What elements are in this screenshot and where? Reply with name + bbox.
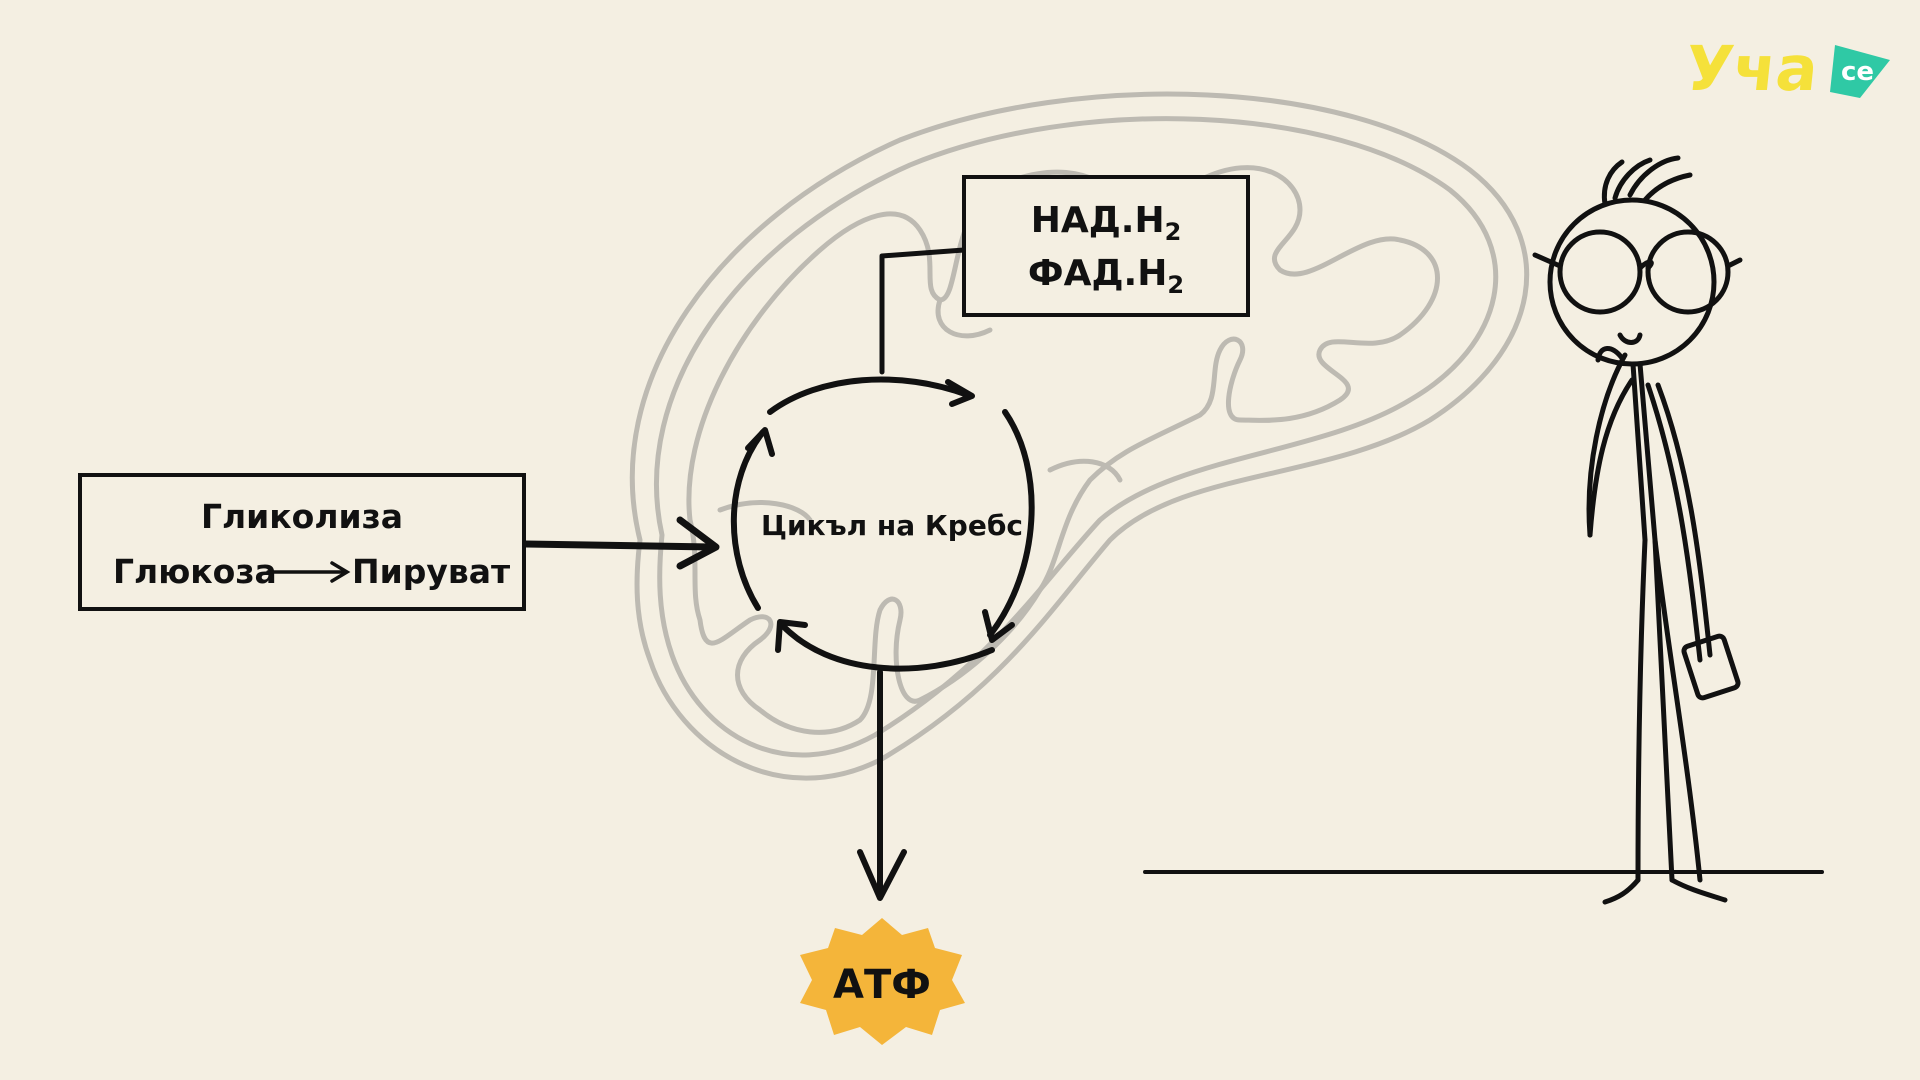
logo-text: Уча [1682,32,1822,105]
pyruvate-label: Пируват [352,552,510,591]
krebs-cycle-label: Цикъл на Кребс [761,509,1023,542]
atp-burst: АТФ [800,918,965,1045]
glycolysis-box: Гликолиза Глюкоза Пируват [78,473,526,611]
nadh2-label: НАД.Н2 [1031,200,1182,246]
glycolysis-title: Гликолиза [201,497,403,536]
stick-figure-scientist [1532,155,1743,905]
krebs-to-atp-arrow [857,669,907,901]
krebs-cycle [730,376,1035,672]
logo-badge-text: се [1841,57,1874,87]
glycolysis-to-krebs-arrow [522,516,720,570]
cycle-to-carriers-connector [879,247,967,375]
glucose-to-pyruvate-arrow [266,561,351,583]
glucose-label: Глюкоза [113,552,277,591]
reduced-carriers-box: НАД.Н2 ФАД.Н2 [962,175,1250,317]
ucha-se-logo[interactable]: Уча се [1682,32,1890,105]
reduced-carriers-box-frame [962,175,1250,317]
atp-label: АТФ [833,962,931,1008]
fadh2-label: ФАД.Н2 [1028,253,1184,299]
logo-badge-shape [1830,45,1890,98]
atp-burst-shape [800,918,965,1045]
